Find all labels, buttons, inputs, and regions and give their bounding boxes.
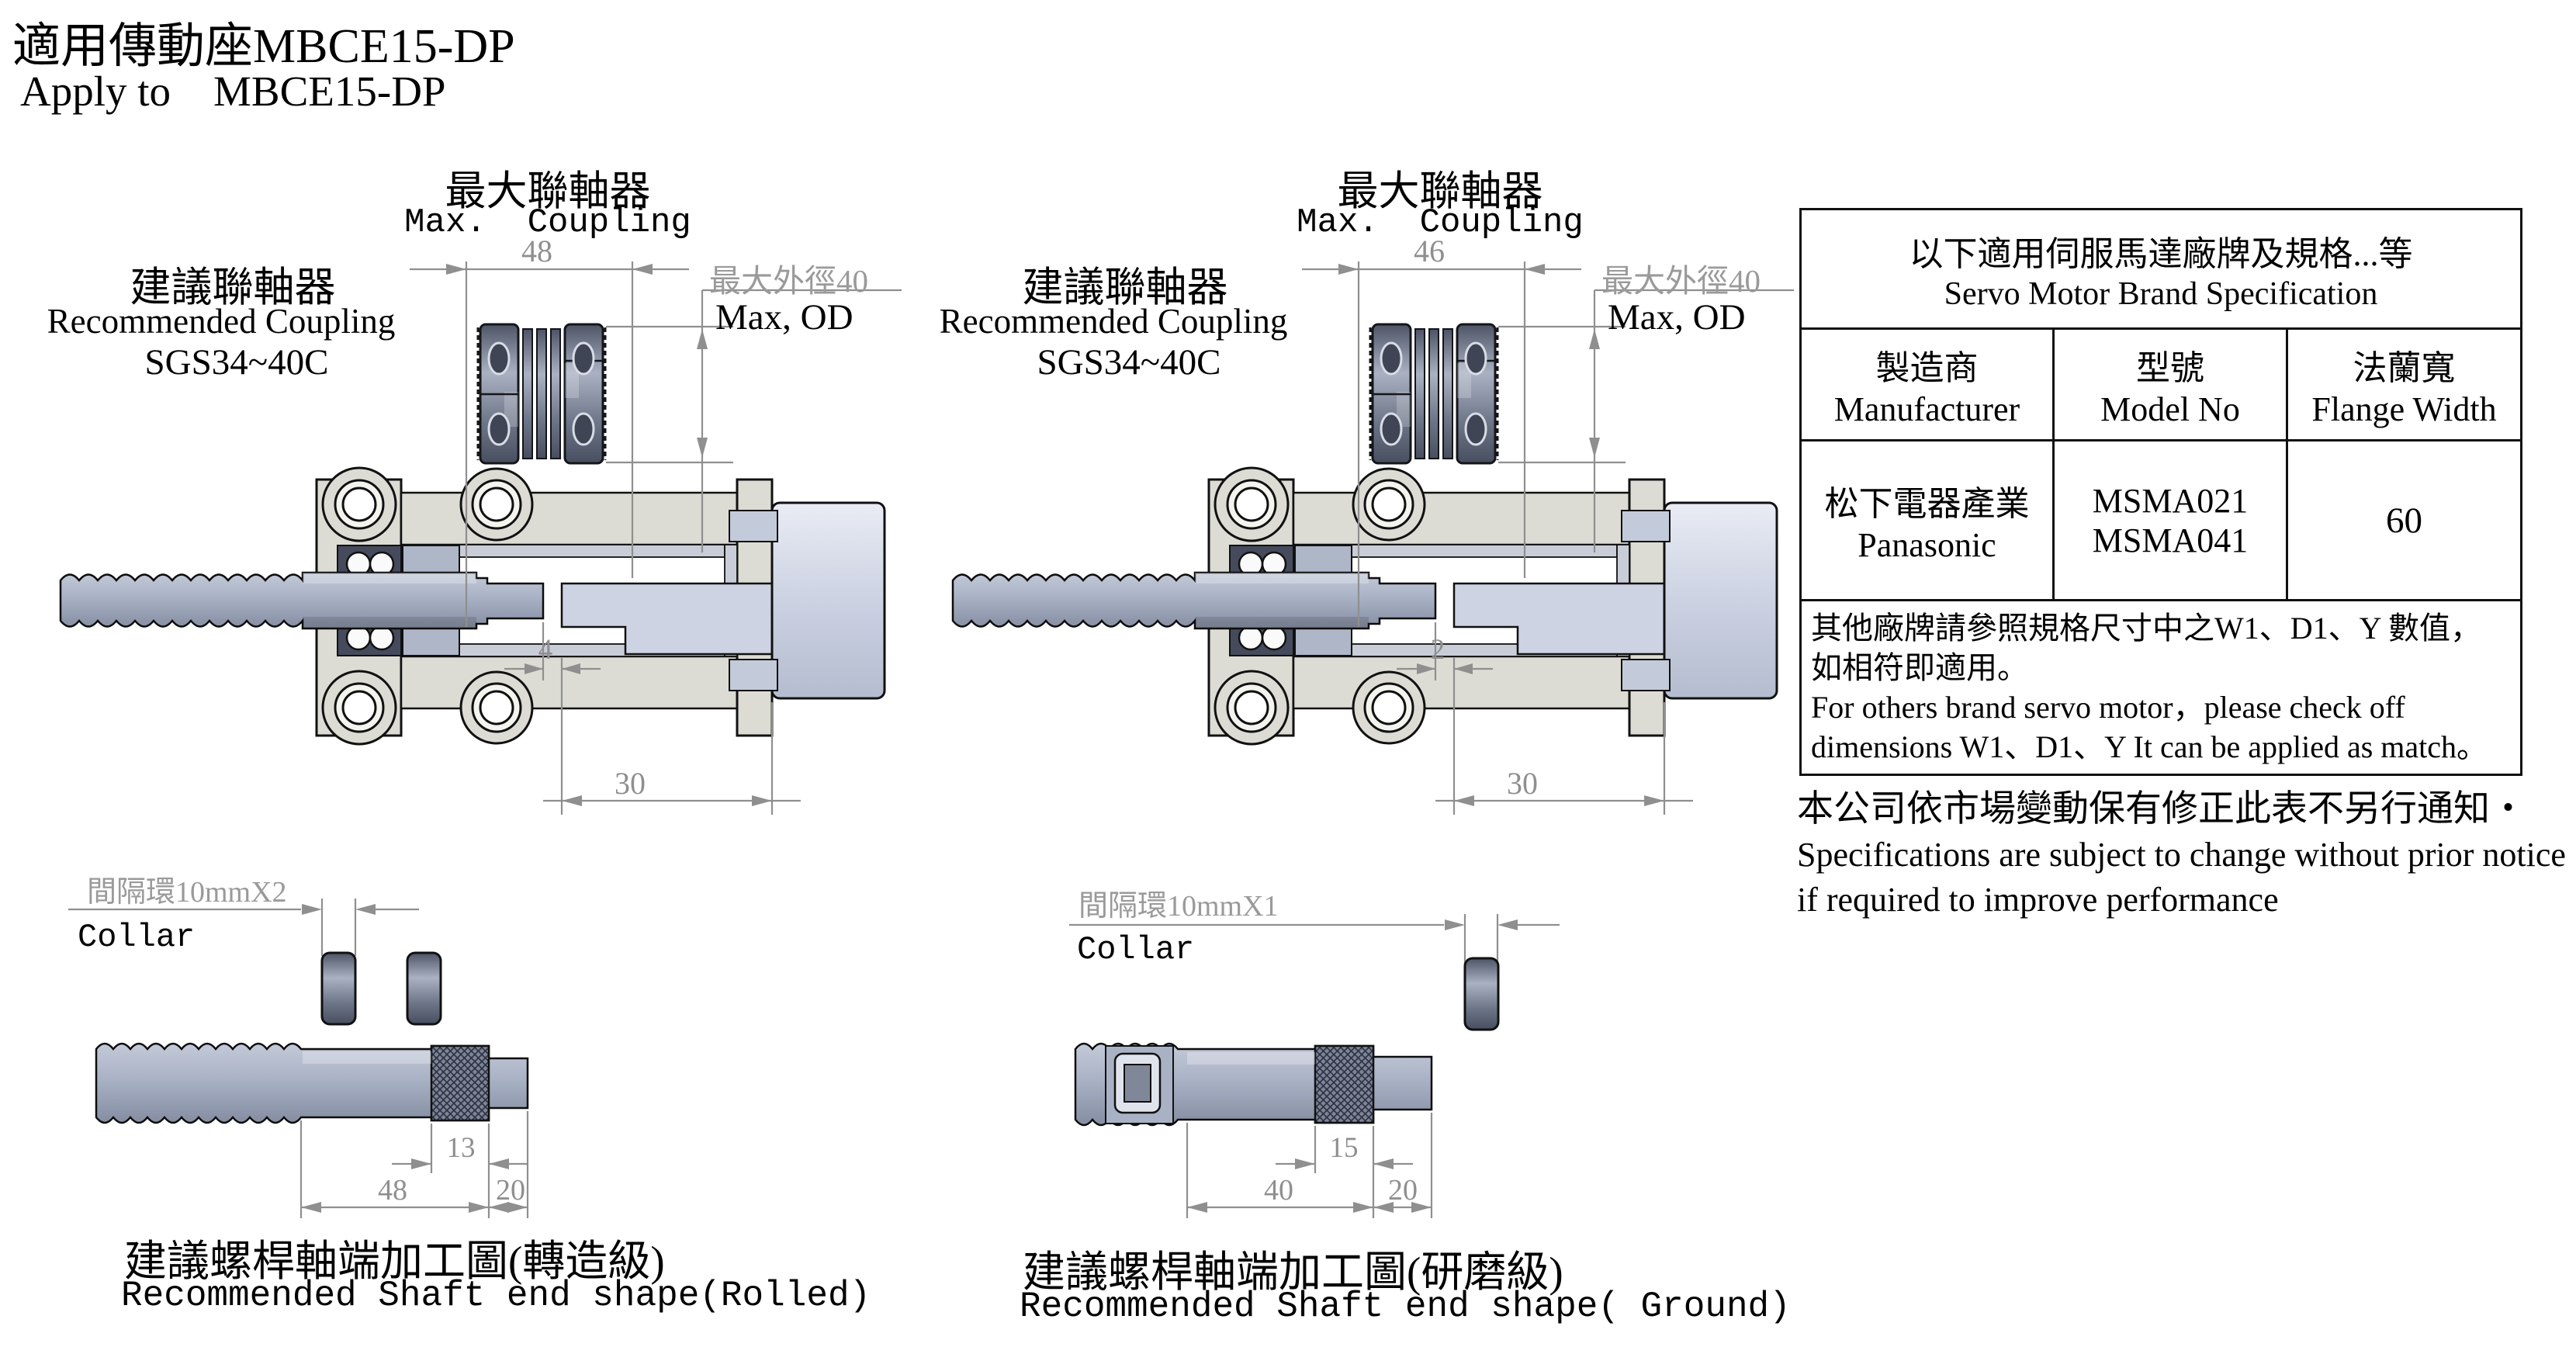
note-en-1: For others brand servo motor，please chec… [1811,690,2405,725]
model-a: MSMA021 [2092,481,2249,520]
disclaimer-zh: 本公司依市場變動保有修正此表不另行通知・ [1797,789,2526,829]
max-coupling-label-en-right: Max. Coupling [1297,203,1584,242]
recommended-coupling-zh-right: 建議聯軸器 [1022,265,1228,310]
collar-ring [320,951,357,1026]
collar-ring [1463,957,1500,1031]
assembly-drawing-right [951,260,1795,816]
max-coupling-label-en-left: Max. Coupling [404,203,691,242]
max-coupling-label-zh-right: 最大聯軸器 [1337,169,1543,214]
collar-label-zh-left: 間隔環10mmX2 [87,876,287,909]
max-od-label-zh-right: 最大外徑40 [1601,263,1761,299]
caption-en-left: Recommended Shaft end shape(Rolled) [121,1276,871,1316]
shaft-end-drawings [68,899,1560,1218]
page-title-zh: 適用傳動座MBCE15-DP [12,20,515,73]
col-header-flange-en: Flange Width [2311,390,2497,428]
recommended-coupling-en-right: Recommended Coupling [939,302,1288,341]
max-od-label-zh-left: 最大外徑40 [709,263,868,299]
collar-label-en-right: Collar [1077,931,1195,968]
col-header-manufacturer-zh: 製造商 [1875,349,1979,387]
dim-coupling-width-left: 48 [521,234,552,268]
dim-body-right: 40 [1264,1174,1293,1207]
recommended-coupling-en-left: Recommended Coupling [47,302,396,341]
disclaimer-en-2: if required to improve performance [1797,881,2279,919]
spec-table-title: 以下適用伺服馬達廠牌及規格...等 Servo Motor Brand Spec… [1799,208,2522,330]
col-header-model-en: Model No [2100,390,2240,428]
col-header-flange: 法蘭寬 Flange Width [2286,327,2522,441]
dim-depth-left: 30 [615,766,646,801]
dim-mid-left: 13 [446,1132,476,1164]
collar-ring [406,951,442,1026]
dim-gap-right: 2 [1430,634,1446,666]
col-header-model: 型號 Model No [2052,327,2288,441]
servo-motor-spec-table: 以下適用伺服馬達廠牌及規格...等 Servo Motor Brand Spec… [1799,208,2522,776]
col-header-manufacturer-en: Manufacturer [1833,390,2020,428]
note-en-2: dimensions W1、D1、Y It can be applied as … [1811,729,2488,765]
col-header-model-zh: 型號 [2136,349,2204,387]
dim-end-left: 20 [496,1174,525,1207]
model-b: MSMA041 [2092,521,2249,559]
cell-manufacturer: 松下電器產業 Panasonic [1799,439,2055,601]
note-zh-2: 如相符即適用。 [1811,649,2028,685]
dim-end-right: 20 [1388,1174,1418,1207]
cell-flange-width: 60 [2286,439,2522,601]
disclaimer-en-1: Specifications are subject to change wit… [1797,836,2566,874]
collar-label-zh-right: 間隔環10mmX1 [1079,890,1279,923]
collar-label-en-left: Collar [78,919,196,956]
recommended-coupling-model-right: SGS34~40C [1037,342,1221,383]
spec-table-title-en: Servo Motor Brand Specification [1944,275,2378,312]
max-coupling-label-zh-left: 最大聯軸器 [445,169,651,214]
dim-mid-right: 15 [1329,1132,1359,1164]
rolled-shaft [95,1042,529,1124]
caption-zh-left: 建議螺桿軸端加工圖(轉造級) [124,1238,665,1285]
manufacturer-zh: 松下電器產業 [1824,485,2030,523]
col-header-flange-zh: 法蘭寬 [2353,349,2456,387]
cell-model: MSMA021 MSMA041 [2052,439,2288,601]
assembly-drawing-left [59,260,903,816]
dim-coupling-width-right: 46 [1414,234,1445,268]
dim-depth-right: 30 [1507,766,1538,801]
page-title-en: Apply to MBCE15-DP [20,68,446,115]
manufacturer-en: Panasonic [1858,526,1996,564]
flange-width-value: 60 [2386,500,2422,541]
recommended-coupling-model-left: SGS34~40C [144,342,329,383]
recommended-coupling-zh-left: 建議聯軸器 [130,265,336,310]
note-zh-1: 其他廠牌請參照規格尺寸中之W1、D1、Y 數值， [1811,610,2482,646]
col-header-manufacturer: 製造商 Manufacturer [1799,327,2055,441]
max-od-label-en-left: Max, OD [715,297,853,338]
dim-body-left: 48 [378,1174,407,1207]
caption-en-right: Recommended Shaft end shape( Ground) [1020,1286,1791,1327]
spec-table-note: 其他廠牌請參照規格尺寸中之W1、D1、Y 數值， 如相符即適用。 For oth… [1799,599,2522,776]
caption-zh-right: 建議螺桿軸端加工圖(研磨級) [1023,1248,1563,1296]
dim-gap-left: 4 [538,634,553,666]
max-od-label-en-right: Max, OD [1608,297,1746,338]
spec-table-title-zh: 以下適用伺服馬達廠牌及規格...等 [1909,234,2413,273]
